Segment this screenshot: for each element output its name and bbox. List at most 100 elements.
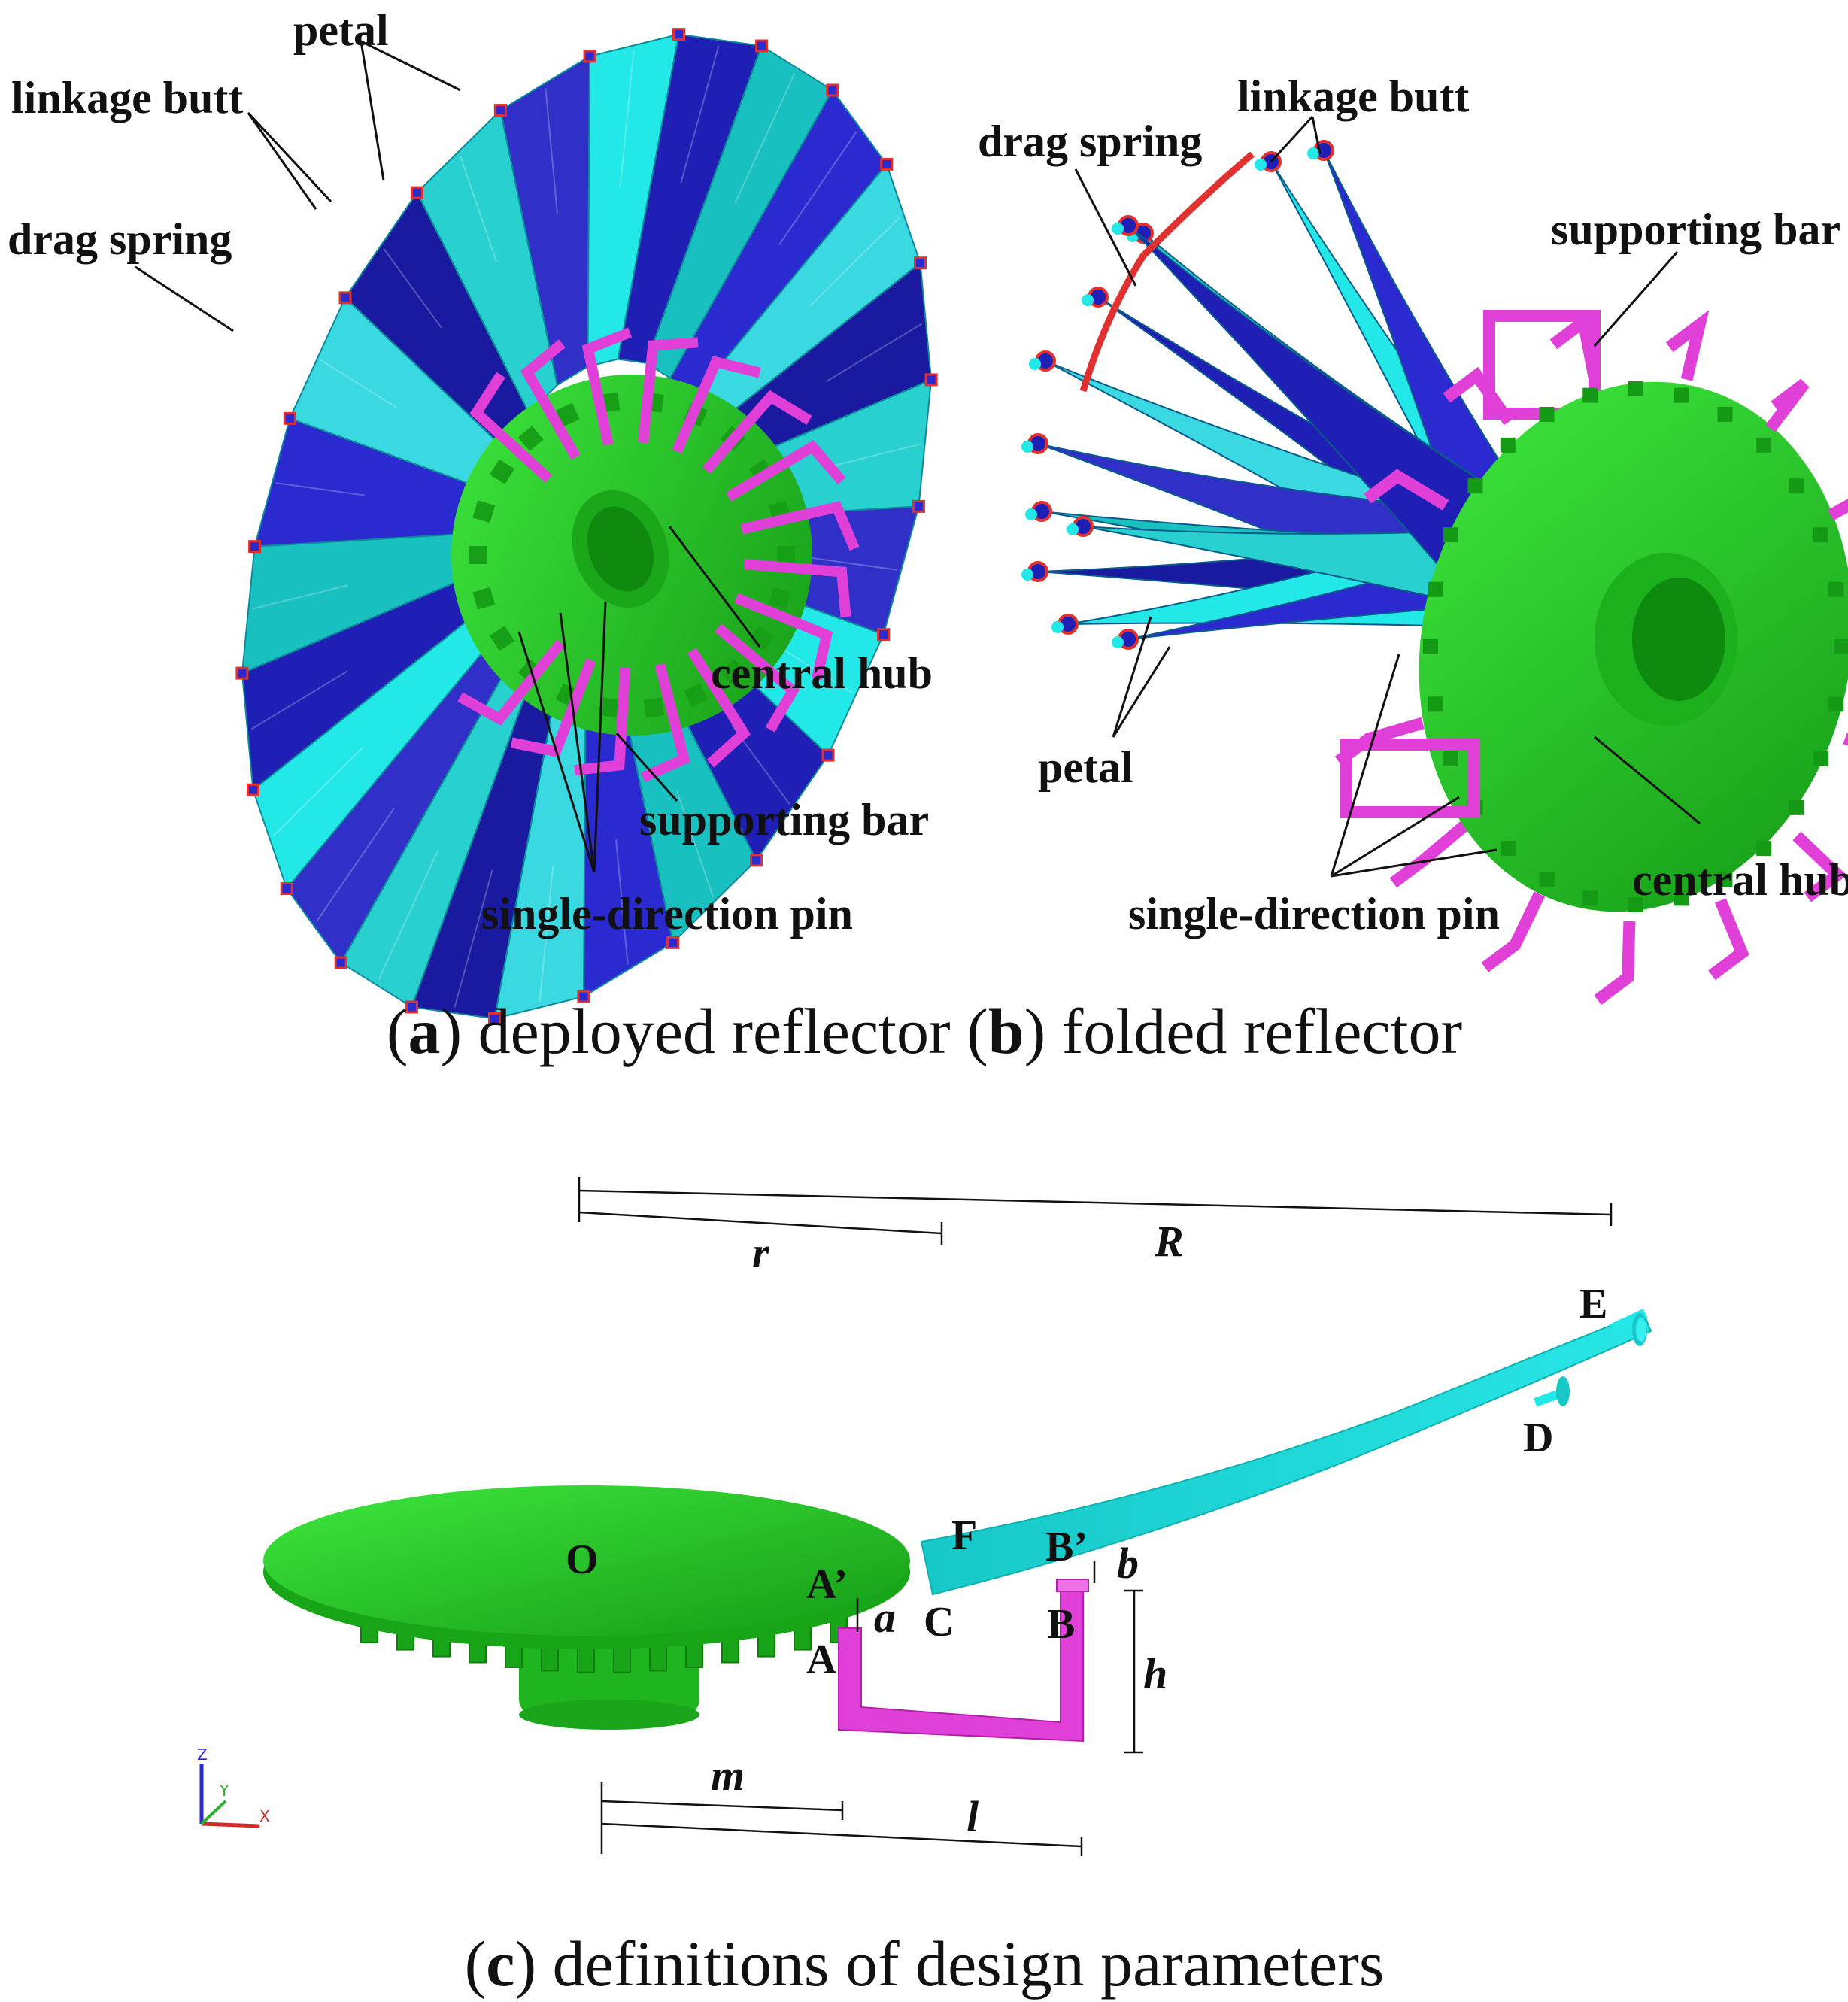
linkage-butt-cap: [1025, 508, 1037, 520]
label-single-direction-pin-b: single-direction pin: [1128, 889, 1500, 939]
drag-spring: [1079, 151, 1255, 393]
supporting-bar: [1481, 891, 1546, 972]
hub-tooth: [643, 697, 664, 718]
linkage-butt-cap: [1255, 159, 1267, 171]
supporting-bar: [1549, 311, 1601, 379]
hub-tooth: [1500, 841, 1516, 857]
petal-rib: [320, 359, 397, 408]
dim-line-r: [578, 1211, 942, 1235]
linkage-butt-D: [1534, 1376, 1570, 1407]
leader-petal-b-2: [1112, 646, 1171, 738]
panel-b-folded-reflector: linkage butt drag spring supporting bar …: [978, 71, 1848, 1006]
hub-tooth: [748, 626, 775, 651]
hub-tooth: [1828, 581, 1844, 597]
supporting-bar: [740, 501, 860, 551]
hub-tooth: [469, 546, 487, 564]
linkage-butt: [672, 28, 686, 41]
linkage-butt: [283, 411, 296, 425]
label-drag-spring-b: drag spring: [978, 117, 1202, 166]
hub-tooth: [1582, 890, 1598, 906]
hub-tooth: [517, 426, 544, 451]
dim-line-l: [601, 1822, 1082, 1848]
param-r: r: [752, 1228, 769, 1277]
label-petal: petal: [293, 5, 389, 55]
supporting-bar: [687, 648, 751, 768]
linkage-butt-cap: [1307, 147, 1319, 159]
linkage-butt: [583, 50, 596, 63]
supporting-bar: [638, 337, 699, 444]
linkage-butt: [334, 956, 347, 969]
linkage-butt: [235, 666, 249, 680]
param-h: h: [1143, 1649, 1167, 1698]
hub-tooth: [1789, 478, 1804, 494]
supporting-bar-frame: [1340, 739, 1480, 818]
hub-tooth: [1756, 841, 1772, 857]
linkage-butt-E: [1609, 1309, 1648, 1346]
param-a: a: [874, 1593, 896, 1642]
petal-rib: [250, 670, 348, 730]
supporting-bar: [1792, 831, 1847, 902]
supporting-bar: [702, 390, 812, 474]
linkage-butt-cap: [1029, 358, 1041, 370]
linkage-butt-cap: [1051, 621, 1064, 633]
point-B-prime: B’: [1045, 1524, 1088, 1570]
linkage-butt: [826, 83, 839, 97]
leader-petal-b-1: [1112, 616, 1152, 738]
linkage-butt: [755, 39, 769, 53]
linkage-butt: [405, 1000, 418, 1014]
petal-rib: [676, 790, 715, 898]
hub-tooth: [613, 1646, 631, 1673]
leader-linkage-b-1: [1270, 115, 1314, 163]
supporting-bar: [1364, 469, 1449, 511]
caption-c: (c) definitions of design parameters: [465, 1928, 1385, 2000]
hub-tooth: [1834, 639, 1848, 654]
hub-tooth: [472, 587, 496, 610]
linkage-butt-cap: [1021, 441, 1033, 453]
supporting-bar: [1828, 499, 1848, 521]
hub-tooth: [649, 1644, 667, 1672]
hub-tooth: [1428, 581, 1443, 597]
linkage-butts-rim: [235, 28, 938, 1025]
linkage-butt: [821, 748, 835, 762]
hub-tooth: [472, 500, 496, 523]
param-m: m: [711, 1751, 745, 1800]
petal-rib: [545, 88, 558, 214]
petal-rib: [383, 247, 442, 329]
linkage-butt: [877, 628, 891, 642]
linkage-butt: [880, 157, 894, 171]
hub-tooth: [1756, 437, 1772, 453]
supporting-bar: [581, 327, 633, 446]
supporting-bar: [1765, 378, 1810, 432]
petal-rib: [619, 50, 635, 187]
param-l: l: [966, 1792, 979, 1841]
petal-rib: [316, 808, 395, 922]
point-D: D: [1523, 1415, 1553, 1461]
label-single-direction-pin: single-direction pin: [481, 889, 853, 939]
hub-tooth: [1717, 406, 1733, 422]
hub-tooth: [685, 1640, 703, 1668]
hub-tooth: [1813, 527, 1828, 543]
hub-tooth: [489, 459, 515, 484]
petal-rib: [459, 155, 497, 262]
hub-tooth: [777, 546, 795, 564]
hub-tooth: [1423, 639, 1438, 654]
hub-tooth: [599, 697, 621, 718]
supporting-bar: [469, 372, 553, 483]
leader-drag-spring: [135, 265, 234, 332]
petal-rib: [809, 217, 900, 307]
petal-rib: [809, 557, 898, 571]
supporting-bar: [457, 639, 566, 726]
label-linkage-butt: linkage butt: [11, 73, 243, 123]
dim-line-m: [601, 1800, 843, 1812]
hub-tooth: [1628, 897, 1643, 912]
petal-rib: [825, 443, 921, 469]
caption-ab: (a) deployed reflector (b) folded reflec…: [387, 995, 1462, 1067]
hub-tooth: [768, 587, 791, 610]
linkage-butt: [666, 936, 680, 949]
supporting-bar: [1843, 733, 1848, 746]
hub-tooth: [577, 1646, 595, 1673]
linkage-butt-cap: [1067, 523, 1079, 535]
petal-rib: [778, 131, 857, 245]
petal-rib: [252, 584, 348, 610]
label-linkage-butt-b: linkage butt: [1237, 71, 1469, 121]
